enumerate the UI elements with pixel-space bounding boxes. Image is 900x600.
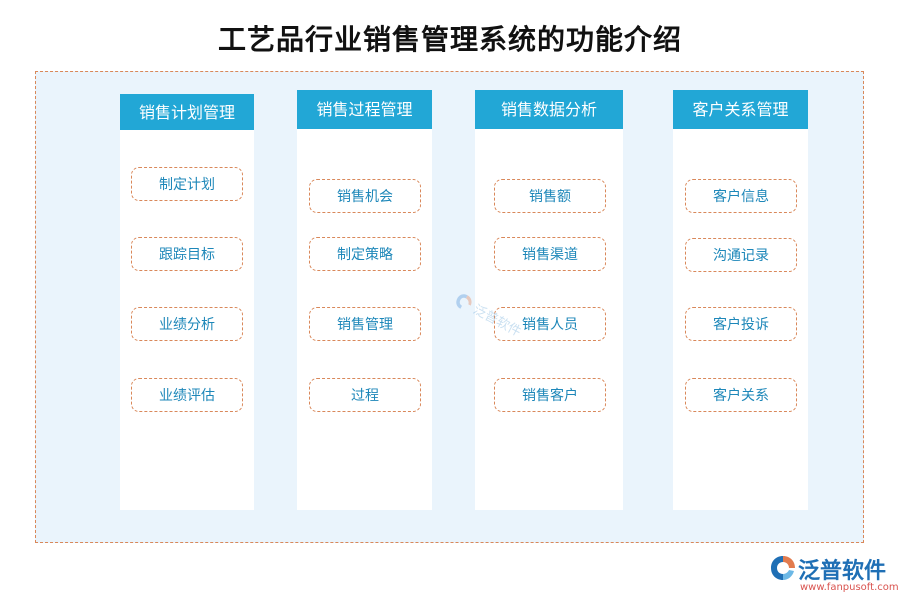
node-track-target: 跟踪目标 [131, 237, 243, 271]
brand-name: 泛普软件 [798, 559, 887, 584]
brand-url: www.fanpusoft.com [800, 582, 899, 593]
node-make-plan: 制定计划 [131, 167, 243, 201]
fanpu-logo-icon [456, 293, 472, 309]
brand-logo: 泛普软件 www.fanpusoft.com [770, 553, 899, 597]
node-sales-staff: 销售人员 [494, 307, 606, 341]
node-make-strategy: 制定策略 [309, 237, 421, 271]
node-process: 过程 [309, 378, 421, 412]
node-sales-customer: 销售客户 [494, 378, 606, 412]
node-sales-amount: 销售额 [494, 179, 606, 213]
fanpu-logo-icon [771, 556, 795, 580]
node-sales-channel: 销售渠道 [494, 237, 606, 271]
column-header-sales-plan: 销售计划管理 [120, 94, 254, 130]
page-title: 工艺品行业销售管理系统的功能介绍 [217, 23, 682, 56]
node-customer-info: 客户信息 [685, 179, 797, 213]
node-customer-complaint: 客户投诉 [685, 307, 797, 341]
node-performance-analysis: 业绩分析 [131, 307, 243, 341]
node-performance-evaluation: 业绩评估 [131, 378, 243, 412]
node-communication-record: 沟通记录 [685, 238, 797, 272]
node-sales-opportunity: 销售机会 [309, 179, 421, 213]
column-header-customer-relationship: 客户关系管理 [673, 90, 808, 129]
node-sales-management: 销售管理 [309, 307, 421, 341]
node-customer-relationship: 客户关系 [685, 378, 797, 412]
column-header-sales-data-analysis: 销售数据分析 [475, 90, 623, 129]
column-header-sales-process: 销售过程管理 [297, 90, 432, 129]
watermark: 泛普软件 [452, 289, 525, 340]
